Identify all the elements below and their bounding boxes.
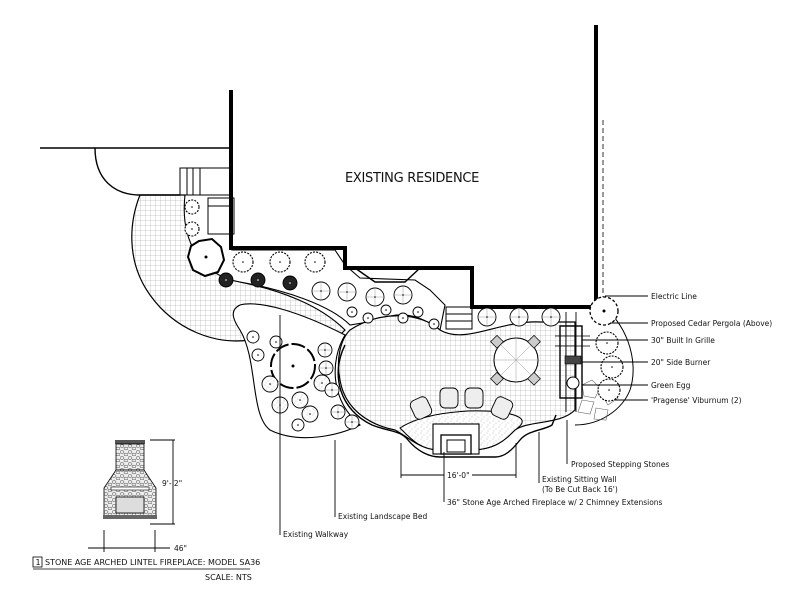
shrub-center (606, 342, 608, 344)
callout-side-burner: 20" Side Burner (651, 358, 711, 367)
shrub-center (252, 336, 254, 338)
callout-stepping-stones: Proposed Stepping Stones (571, 460, 669, 469)
callout-walkway: Existing Walkway (283, 530, 349, 539)
shrub-center (309, 413, 311, 415)
shrub-center (269, 383, 271, 385)
callout-landscape-bed: Existing Landscape Bed (338, 512, 428, 521)
detail-width-dim: 46" (174, 544, 187, 553)
shrub-center (402, 317, 404, 319)
side-bed (574, 304, 634, 426)
shrub-center (191, 206, 193, 208)
shrub-center (325, 367, 327, 369)
shrub-center (351, 421, 353, 423)
tree-large (186, 237, 226, 278)
shrub-center (275, 341, 277, 343)
shrub-center (242, 261, 244, 263)
shrub-center (279, 261, 281, 263)
callout-green-egg: Green Egg (651, 381, 691, 390)
shrub-center (374, 296, 376, 298)
shrub-center (385, 309, 387, 311)
shrub-center (351, 311, 353, 313)
tree-patio-left (270, 343, 316, 389)
shrub-center (297, 424, 299, 426)
callout-built-in-grille: 30" Built In Grille (651, 336, 715, 345)
sitting-wall (337, 344, 557, 458)
dimension-label: 16'-0" (447, 471, 470, 480)
shrub-center (608, 389, 610, 391)
entry-steps-left (179, 167, 235, 235)
shrub-center (337, 411, 339, 413)
house-wall (229, 25, 598, 309)
callout-sitting-wall-note: (To Be Cut Back 16') (542, 485, 618, 494)
detail-scale: SCALE: NTS (205, 573, 252, 582)
shrub-center (225, 279, 227, 281)
dimension-16ft (400, 443, 517, 478)
shrub-center (257, 354, 259, 356)
shrub-center (486, 316, 488, 318)
shrub-center (324, 349, 326, 351)
tree-corner (589, 296, 619, 326)
lounge-chairs (409, 387, 514, 420)
shrub-center (321, 382, 323, 384)
detail-number-box (32, 556, 43, 568)
shrub-center (299, 399, 301, 401)
detail-number: 1 (36, 558, 41, 567)
detail-title: STONE AGE ARCHED LINTEL FIREPLACE: MODEL… (45, 558, 260, 567)
shrub-center (417, 311, 419, 313)
callout-electric-line: Electric Line (651, 292, 697, 301)
dining-table (490, 334, 541, 386)
shrub-center (402, 294, 404, 296)
shrub-center (518, 316, 520, 318)
callout-fireplace: 36" Stone Age Arched Fireplace w/ 2 Chim… (447, 498, 663, 507)
shrub-center (257, 279, 259, 281)
residence-label: EXISTING RESIDENCE (345, 171, 479, 186)
bay-window (354, 267, 421, 283)
fireplace-plan (432, 423, 480, 455)
shrub-center (289, 282, 291, 284)
shrub-center (320, 290, 322, 292)
shrub-center (346, 291, 348, 293)
shrubs (184, 199, 624, 432)
shrub-center (367, 317, 369, 319)
fireplace-elevation (88, 439, 175, 552)
callout-leaders (279, 295, 648, 535)
shrub-center (314, 261, 316, 263)
shrub-center (611, 366, 613, 368)
shrub-center (191, 228, 193, 230)
shrub-center (331, 389, 333, 391)
callout-cedar-pergola: Proposed Cedar Pergola (Above) (651, 319, 772, 328)
callout-sitting-wall: Existing Sitting Wall (542, 475, 617, 484)
detail-height-dim: 9'- 2" (162, 479, 182, 488)
existing-deck (40, 147, 231, 196)
shrub-center (433, 323, 435, 325)
shrub-center (550, 316, 552, 318)
patio-steps (445, 306, 473, 330)
callout-viburnum: 'Pragense' Viburnum (2) (651, 396, 742, 405)
